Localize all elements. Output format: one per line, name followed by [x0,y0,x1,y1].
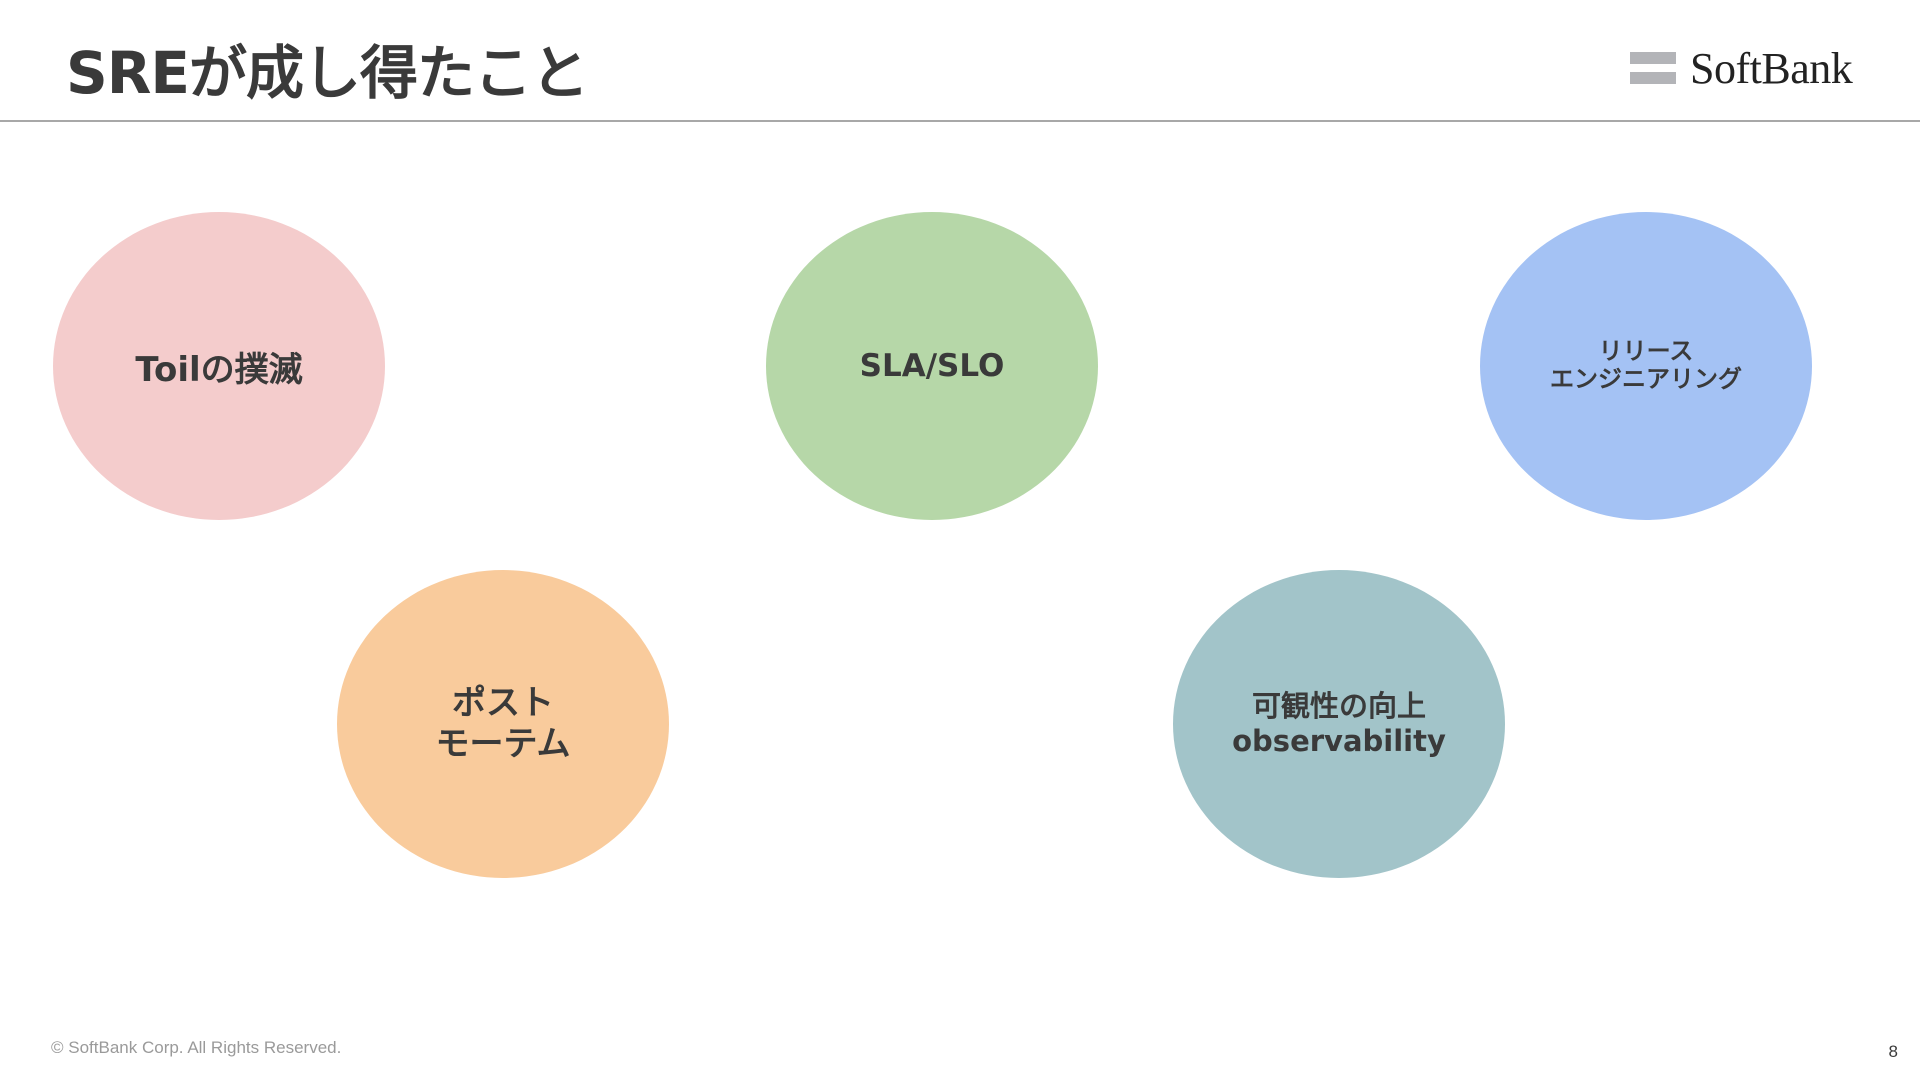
bubble-label-line-1: ポスト [452,682,554,723]
bubble-label-line-2: observability [1232,724,1446,758]
softbank-logo-text: SoftBank [1690,44,1853,93]
page-number: 8 [1888,1042,1898,1061]
softbank-logo-mark-icon [1630,52,1676,86]
bubble-label-line-2: エンジニアリング [1550,365,1742,393]
footer-copyright: © SoftBank Corp. All Rights Reserved. [51,1038,342,1057]
bubble-toil-elimination: Toilの撲滅 [53,212,385,520]
bubble-postmortem: ポスト モーテム [337,570,669,878]
slide-title: SREが成し得たこと [66,39,589,107]
bubble-label-line-2: モーテム [435,724,571,764]
bubble-observability: 可観性の向上 observability [1173,570,1505,878]
bubble-label: Toilの撲滅 [135,349,303,390]
bubble-label-line-1: 可観性の向上 [1251,689,1426,724]
bubble-release-engineering: リリース エンジニアリング [1480,212,1812,520]
bubble-sla-slo: SLA/SLO [766,212,1098,520]
bubble-label-line-1: リリース [1598,337,1694,366]
softbank-logo: SoftBank [1630,44,1853,94]
slide-header: SREが成し得たこと SoftBank [0,0,1920,122]
bubble-label: SLA/SLO [859,348,1005,384]
